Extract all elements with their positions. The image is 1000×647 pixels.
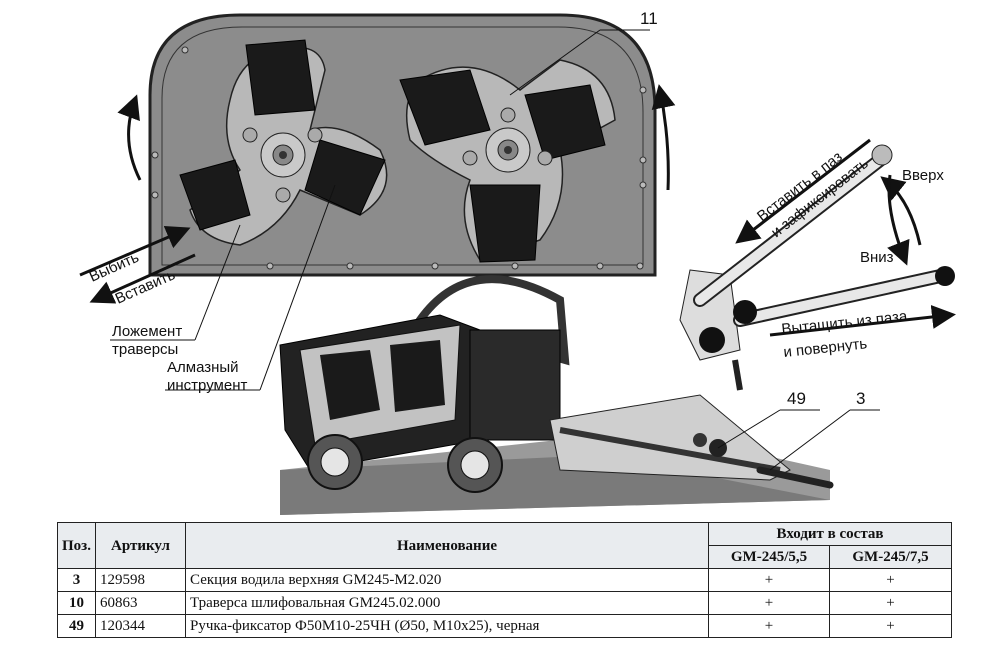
cell-pos: 3 bbox=[57, 568, 96, 592]
header-pos: Поз. bbox=[57, 522, 96, 569]
cell-model-1: + bbox=[708, 614, 830, 638]
callout-49: 49 bbox=[787, 389, 806, 408]
label-almaz-1: Алмазный bbox=[167, 359, 239, 376]
cell-pos: 10 bbox=[57, 591, 96, 615]
cell-model-2: + bbox=[828, 614, 953, 638]
machine-3d-view bbox=[279, 275, 834, 515]
cell-article: 120344 bbox=[95, 614, 186, 638]
housing-top-view bbox=[117, 13, 676, 277]
table-row: 10 60863 Траверса шлифовальная GM245.02.… bbox=[57, 591, 953, 615]
table-row: 3 129598 Секция водила верхняя GM245-M2.… bbox=[57, 568, 953, 592]
right-rotor bbox=[399, 59, 616, 263]
label-vybit: Выбить bbox=[87, 249, 142, 286]
label-lozhement-2: траверсы bbox=[112, 341, 178, 358]
rotation-arrow-left bbox=[117, 94, 142, 181]
cell-model-1: + bbox=[708, 568, 830, 592]
cell-pos: 49 bbox=[57, 614, 96, 638]
label-vniz: Вниз bbox=[860, 249, 894, 266]
header-article: Артикул bbox=[95, 522, 186, 569]
left-rotor bbox=[179, 39, 388, 246]
label-lozhement-1: Ложемент bbox=[112, 323, 182, 340]
parts-table: Поз. Артикул Наименование Входит в соста… bbox=[57, 522, 953, 638]
cell-article: 129598 bbox=[95, 568, 186, 592]
header-included: Входит в состав bbox=[707, 522, 953, 546]
table-row: 49 120344 Ручка-фиксатор Ф50М10-25ЧН (Ø5… bbox=[57, 614, 953, 638]
technical-drawing: 11 Выбить Вставить Ложемент траверсы Алм… bbox=[79, 9, 956, 515]
cell-name: Секция водила верхняя GM245-M2.020 bbox=[185, 568, 709, 592]
rotation-arrow-right bbox=[651, 84, 676, 191]
label-almaz-2: инструмент bbox=[167, 377, 247, 394]
callout-3: 3 bbox=[856, 389, 865, 408]
table-header-row: Поз. Артикул Наименование Входит в соста… bbox=[57, 522, 953, 569]
cell-model-2: + bbox=[828, 568, 953, 592]
handle-detail-view bbox=[679, 144, 955, 391]
header-model-1: GM-245/5,5 bbox=[708, 545, 830, 569]
cell-name: Траверса шлифовальная GM245.02.000 bbox=[185, 591, 709, 615]
callout-11: 11 bbox=[640, 9, 658, 28]
label-vytashchit-2: и повернуть bbox=[783, 335, 868, 361]
cell-model-1: + bbox=[708, 591, 830, 615]
header-name: Наименование bbox=[185, 522, 709, 569]
header-model-2: GM-245/7,5 bbox=[828, 545, 953, 569]
cell-article: 60863 bbox=[95, 591, 186, 615]
label-vverkh: Вверх bbox=[902, 167, 944, 184]
cell-model-2: + bbox=[828, 591, 953, 615]
cell-name: Ручка-фиксатор Ф50М10-25ЧН (Ø50, М10х25)… bbox=[185, 614, 709, 638]
